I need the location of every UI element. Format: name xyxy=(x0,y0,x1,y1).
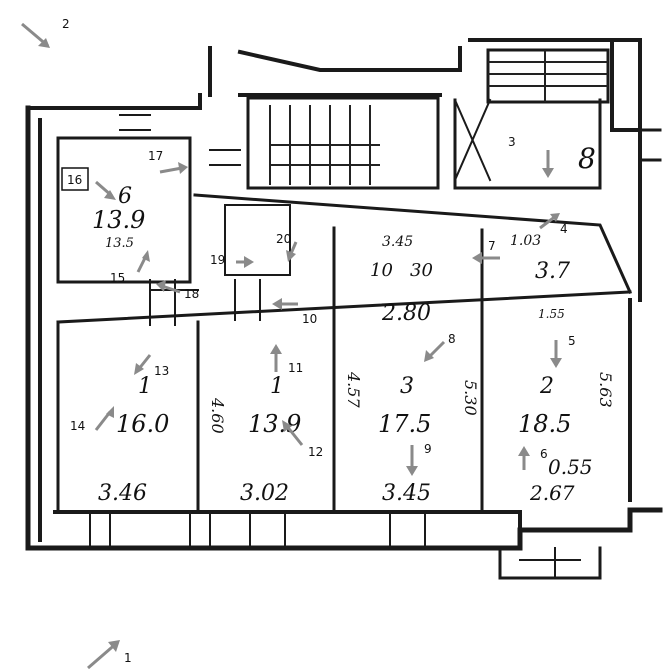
room-3-number: 3 xyxy=(400,374,414,399)
room-3-width: 3.45 xyxy=(382,481,431,506)
dim-side-c: 4.57 xyxy=(344,371,363,408)
callout-16: 16 xyxy=(67,173,82,187)
room-2-height: 5.63 xyxy=(596,372,615,408)
dim-top-right: 1.03 xyxy=(510,233,541,249)
callout-1: 1 xyxy=(124,651,132,665)
callout-10: 10 xyxy=(302,312,317,326)
callout-14: 14 xyxy=(70,419,85,433)
room-1-number: 1 xyxy=(138,374,152,399)
callout-19: 19 xyxy=(210,253,225,267)
room-1b-width: 3.02 xyxy=(240,481,289,506)
callout-15: 15 xyxy=(110,271,125,285)
dim-corner: 1.55 xyxy=(538,307,565,321)
stair-main xyxy=(246,96,440,190)
callout-20: 20 xyxy=(276,232,291,246)
dim-top-left: 3.45 xyxy=(382,234,413,250)
dim-lower-a: 0.55 xyxy=(548,455,593,479)
callout-17: 17 xyxy=(148,149,163,163)
room-corridor-area: 30 xyxy=(410,260,433,281)
room-1-width: 3.46 xyxy=(98,481,147,506)
callout-2: 2 xyxy=(62,17,70,31)
callout-4: 4 xyxy=(560,222,568,236)
room-6-area-sub: 13.5 xyxy=(105,236,134,251)
room-4-area: 3.7 xyxy=(535,259,570,284)
room-1-height: 4.60 xyxy=(208,397,227,434)
callout-5: 5 xyxy=(568,334,576,348)
room-1b-number: 1 xyxy=(270,374,284,399)
room-1-area: 16.0 xyxy=(116,410,169,438)
room-corridor-width: 2.80 xyxy=(381,301,431,326)
arrows xyxy=(21,22,562,670)
room-labels: 6 13.9 13.5 1 16.0 3.46 4.60 1 13.9 3.02… xyxy=(92,142,615,506)
callouts: 1 2 3 4 5 6 7 8 9 10 11 12 13 14 15 16 1… xyxy=(61,17,576,665)
callout-13: 13 xyxy=(154,364,169,378)
room-2-area: 18.5 xyxy=(518,410,571,438)
dim-lower-b: 2.67 xyxy=(529,481,575,505)
room-9-number: 8 xyxy=(578,142,596,175)
callout-9: 9 xyxy=(424,442,432,456)
callout-18: 18 xyxy=(184,287,199,301)
room-3-height: 5.30 xyxy=(461,380,480,416)
callout-7: 7 xyxy=(488,239,496,253)
room-corridor-number: 10 xyxy=(370,260,393,281)
callout-8: 8 xyxy=(448,332,456,346)
room-6-number: 6 xyxy=(118,184,132,209)
callout-6: 6 xyxy=(540,447,548,461)
callout-3: 3 xyxy=(508,135,516,149)
interior-walls xyxy=(56,98,632,514)
callout-12: 12 xyxy=(308,445,323,459)
outer-walls xyxy=(25,38,663,580)
room-2-number: 2 xyxy=(539,374,554,399)
room-6-area: 13.9 xyxy=(92,206,145,234)
room-3-area: 17.5 xyxy=(378,410,431,438)
stair-upper-right xyxy=(486,48,610,104)
callout-11: 11 xyxy=(288,361,303,375)
